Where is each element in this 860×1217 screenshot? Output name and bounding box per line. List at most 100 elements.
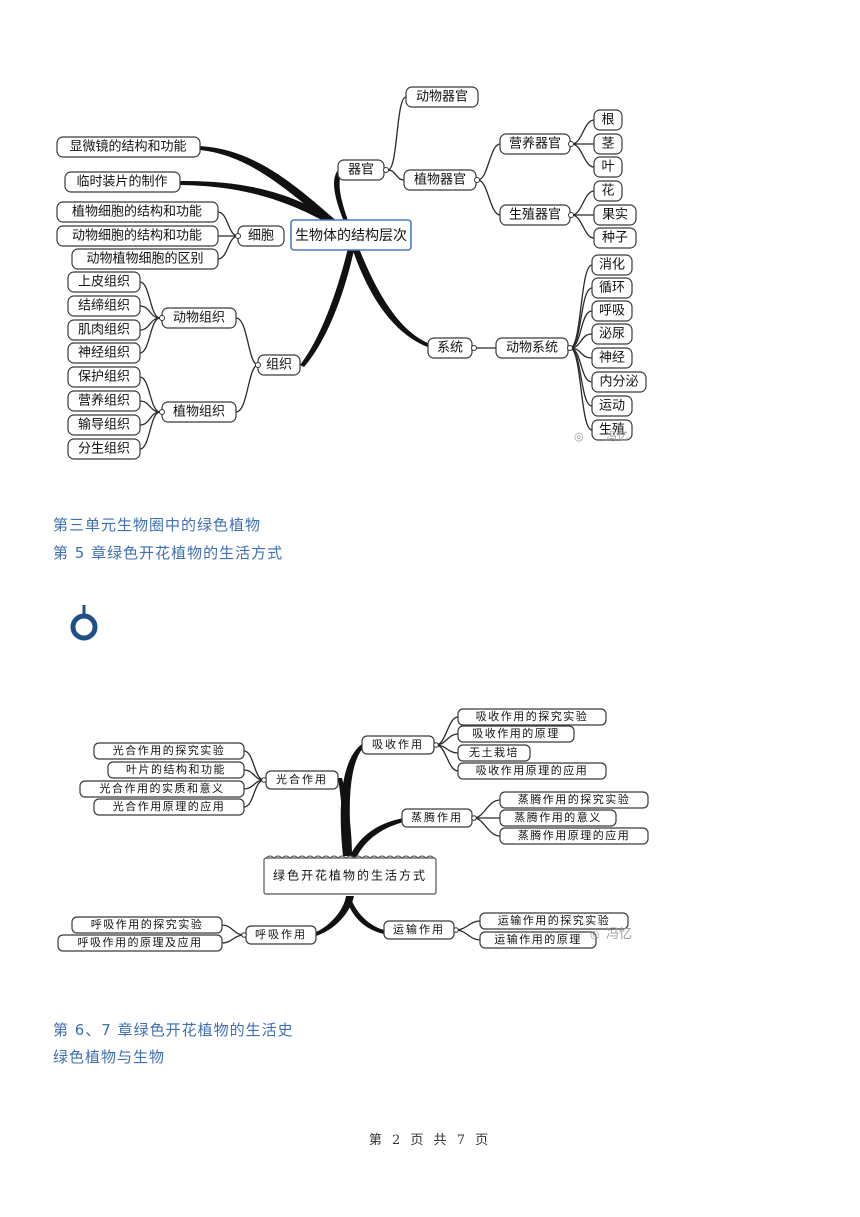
svg-text:生物体的结构层次: 生物体的结构层次 [295, 228, 407, 244]
tissue-node: 组织 [255, 354, 301, 376]
seed-organ-node: 种子 [593, 227, 637, 249]
microscope-node: 显微镜的结构和功能 [56, 136, 201, 158]
animal-cell-structure-node: 动物细胞的结构和功能 [56, 225, 219, 247]
nervous-system-node: 神经 [591, 347, 633, 369]
svg-text:吸收作用的探究实验: 吸收作用的探究实验 [476, 709, 589, 723]
svg-text:保护组织: 保护组织 [78, 370, 130, 385]
nerve-tissue-node: 神经组织 [67, 342, 141, 364]
cell-difference-node: 动物植物细胞的区别 [71, 248, 219, 270]
svg-text:植物器官: 植物器官 [414, 172, 466, 188]
svg-text:呼吸作用: 呼吸作用 [255, 928, 307, 941]
photosynthesis-essence-node: 光合作用的实质和意义 [79, 780, 245, 798]
svg-text:细胞: 细胞 [248, 229, 274, 244]
circulatory-system-node: 循环 [591, 277, 633, 299]
svg-text:动物系统: 动物系统 [506, 341, 558, 356]
transport-principle-node: 运输作用的原理 [479, 931, 597, 949]
svg-text:营养器官: 营养器官 [509, 136, 561, 152]
svg-text:呼吸作用的原理及应用: 呼吸作用的原理及应用 [78, 935, 203, 949]
muscle-tissue-node: 肌肉组织 [67, 319, 141, 341]
leaf-structure-node: 叶片的结构和功能 [107, 761, 245, 779]
reproductive-system-node: 生殖 [591, 419, 633, 441]
svg-text:循环: 循环 [599, 281, 625, 296]
root-organ-node: 根 [593, 109, 623, 131]
reproductive-organ-node: 生殖器官 [499, 204, 574, 226]
urinary-system-node: 泌尿 [591, 323, 633, 345]
transport-node: 运输作用 [383, 920, 459, 940]
svg-text:动物器官: 动物器官 [416, 89, 468, 105]
mindmap2-watermark: ◎ 冯忆 [590, 926, 632, 942]
svg-text:呼吸: 呼吸 [599, 304, 625, 319]
mindmap-structure-levels: 生物体的结构层次 显微镜的结构和功能 临时装片的制作 细胞 植物细胞的结构和功能… [56, 86, 647, 460]
connective-tissue-node: 结缔组织 [67, 295, 141, 317]
svg-text:果实: 果实 [602, 208, 628, 223]
photosynthesis-application-node: 光合作用原理的应用 [93, 798, 245, 816]
svg-text:动物植物细胞的区别: 动物植物细胞的区别 [86, 251, 203, 267]
photosynthesis-node: 光合作用 [261, 770, 339, 790]
mindmap-plant-life-processes: 绿色开花植物的生活方式 光合作用 光合作用的探究实验 叶片的结构和功能 光合作用… [57, 708, 649, 952]
vegetative-organ-node: 营养器官 [499, 133, 574, 155]
mindmap1-links [139, 96, 595, 450]
svg-text:结缔组织: 结缔组织 [78, 298, 130, 314]
heading-green-plants: 绿色植物与生物 [53, 1048, 166, 1066]
nutritive-tissue-node: 营养组织 [67, 390, 141, 412]
svg-text:绿色开花植物的生活方式: 绿色开花植物的生活方式 [273, 868, 427, 883]
svg-text:神经: 神经 [599, 351, 625, 366]
svg-text:蒸腾作用原理的应用: 蒸腾作用原理的应用 [518, 828, 631, 842]
mindmap1-root-node: 生物体的结构层次 [290, 219, 412, 251]
svg-text:输导组织: 输导组织 [78, 417, 130, 433]
svg-text:运输作用: 运输作用 [393, 922, 445, 936]
organ-node: 器官 [337, 159, 389, 181]
respiration-node: 呼吸作用 [241, 925, 317, 945]
svg-text:冯忆: 冯忆 [606, 430, 628, 443]
transpiration-significance-node: 蒸腾作用的意义 [499, 809, 617, 827]
svg-text:光合作用的探究实验: 光合作用的探究实验 [113, 743, 226, 757]
animal-organ-node: 动物器官 [405, 86, 479, 108]
heading-chapter5: 第 5 章绿色开花植物的生活方式 [53, 544, 284, 562]
respiratory-system-node: 呼吸 [591, 300, 633, 322]
svg-text:营养组织: 营养组织 [78, 393, 130, 409]
svg-text:呼吸作用的探究实验: 呼吸作用的探究实验 [91, 917, 204, 931]
plant-cell-structure-node: 植物细胞的结构和功能 [56, 201, 219, 223]
digestive-system-node: 消化 [591, 254, 633, 276]
transpiration-node: 蒸腾作用 [401, 808, 477, 828]
soilless-culture-node: 无土栽培 [457, 744, 531, 762]
conducting-tissue-node: 输导组织 [67, 414, 141, 436]
absorption-principle-node: 吸收作用的原理 [457, 725, 575, 743]
photosynthesis-experiment-node: 光合作用的探究实验 [93, 742, 245, 760]
svg-text:运输作用的探究实验: 运输作用的探究实验 [498, 913, 611, 927]
endocrine-system-node: 内分泌 [591, 371, 647, 393]
mindmap2-root-node: 绿色开花植物的生活方式 [263, 855, 437, 895]
svg-text:内分泌: 内分泌 [599, 374, 638, 390]
transpiration-application-node: 蒸腾作用原理的应用 [499, 827, 649, 845]
plant-organ-node: 植物器官 [403, 169, 480, 191]
svg-text:动物组织: 动物组织 [173, 311, 225, 326]
absorption-experiment-node: 吸收作用的探究实验 [457, 708, 607, 726]
svg-text:运动: 运动 [599, 399, 625, 414]
svg-text:吸收作用原理的应用: 吸收作用原理的应用 [476, 763, 589, 777]
svg-text:蒸腾作用的意义: 蒸腾作用的意义 [514, 810, 602, 824]
plant-tissue-node: 植物组织 [159, 401, 237, 423]
svg-text:神经组织: 神经组织 [78, 346, 130, 361]
svg-text:临时装片的制作: 临时装片的制作 [76, 174, 167, 190]
respiration-experiment-node: 呼吸作用的探究实验 [71, 916, 223, 934]
svg-text:动物细胞的结构和功能: 动物细胞的结构和功能 [72, 228, 202, 244]
slide-preparation-node: 临时装片的制作 [64, 171, 181, 193]
stem-organ-node: 茎 [593, 133, 623, 155]
svg-text:叶片的结构和功能: 叶片的结构和功能 [126, 762, 226, 776]
svg-text:上皮组织: 上皮组织 [78, 275, 130, 290]
svg-text:肌肉组织: 肌肉组织 [78, 323, 130, 338]
svg-text:◎: ◎ [574, 430, 584, 443]
animal-system-node: 动物系统 [495, 337, 573, 359]
transpiration-experiment-node: 蒸腾作用的探究实验 [499, 791, 649, 809]
svg-text:消化: 消化 [599, 258, 625, 273]
svg-text:无土栽培: 无土栽培 [469, 745, 519, 759]
absorption-application-node: 吸收作用原理的应用 [457, 762, 607, 780]
svg-text:泌尿: 泌尿 [599, 327, 625, 342]
transport-experiment-node: 运输作用的探究实验 [479, 912, 629, 930]
mindmap1-watermark: ◎ 冯忆 [574, 430, 628, 443]
svg-text:光合作用: 光合作用 [276, 772, 328, 786]
svg-text:吸收作用的原理: 吸收作用的原理 [472, 726, 560, 740]
svg-text:生殖: 生殖 [599, 422, 625, 438]
svg-text:生殖器官: 生殖器官 [509, 207, 561, 223]
